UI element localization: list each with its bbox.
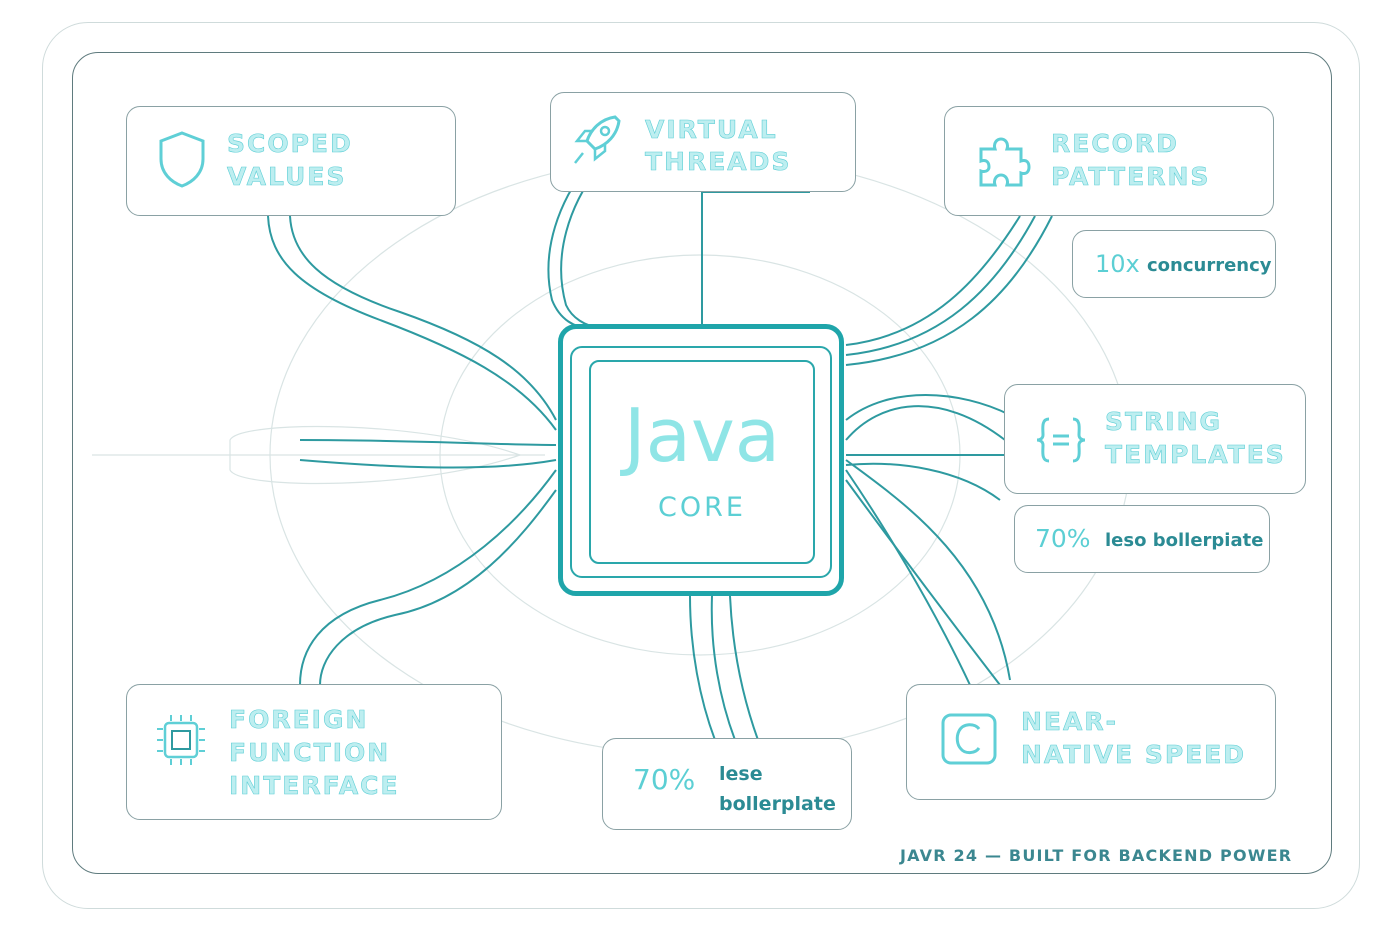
scoped-values-line2: VALUES — [227, 162, 347, 192]
boilerplate-bottom-stat-label1: lese — [719, 763, 763, 785]
footer-caption: JAVR 24 — BUILT FOR BACKEND POWER — [900, 846, 1293, 865]
native-speed-line1: NEAR- — [1021, 707, 1118, 737]
shield-icon — [159, 131, 205, 188]
scoped-values-card: SCOPED VALUES — [126, 106, 456, 216]
record-patterns-line1: RECORD — [1051, 129, 1179, 159]
virtual-threads-line2: THREADS — [645, 147, 792, 177]
string-templates-card: STRING TEMPLATES — [1004, 384, 1306, 494]
puzzle-icon — [979, 137, 1031, 187]
concurrency-stat-value: 10x — [1095, 250, 1140, 278]
java-core-subtitle: CORE — [658, 492, 746, 523]
foreign-function-line1: FOREIGN — [229, 705, 369, 735]
boilerplate-right-stat-label: leso bollerpiate — [1105, 530, 1264, 551]
string-templates-line2: TEMPLATES — [1105, 440, 1286, 470]
native-speed-card: NEAR- NATIVE SPEED — [906, 684, 1276, 800]
foreign-function-card: FOREIGN FUNCTION INTERFACE — [126, 684, 502, 820]
java-core-title: Java — [623, 393, 781, 479]
rocket-icon — [574, 115, 621, 164]
boilerplate-right-stat-value: 70% — [1035, 524, 1091, 553]
boilerplate-bottom-stat-card: 70% lese bollerplate — [602, 738, 852, 830]
record-patterns-line2: PATTERNS — [1051, 162, 1211, 192]
foreign-function-line3: INTERFACE — [229, 771, 400, 801]
boilerplate-bottom-stat-label2: bollerplate — [719, 793, 836, 815]
string-templates-line1: STRING — [1105, 407, 1223, 437]
java-core-chip — [558, 324, 844, 596]
java-core-chip-mid — [570, 346, 832, 578]
inner-frame — [72, 52, 1332, 874]
native-speed-line2: NATIVE SPEED — [1021, 740, 1247, 770]
outer-frame — [42, 22, 1360, 909]
virtual-threads-line1: VIRTUAL — [645, 115, 778, 145]
boilerplate-right-stat-card: 70% leso bollerpiate — [1014, 505, 1270, 573]
record-patterns-card: RECORD PATTERNS — [944, 106, 1274, 216]
virtual-threads-card: VIRTUAL THREADS — [550, 92, 856, 192]
foreign-function-line2: FUNCTION — [229, 738, 391, 768]
java-core-chip-inner — [589, 360, 815, 564]
concurrency-stat-card: 10x concurrency — [1072, 230, 1276, 298]
chip-icon — [157, 715, 205, 765]
concurrency-stat-label: concurrency — [1147, 255, 1272, 276]
braces-icon — [1036, 417, 1086, 463]
c-letter-icon — [941, 713, 997, 765]
boilerplate-bottom-stat-value: 70% — [633, 763, 696, 796]
scoped-values-line1: SCOPED — [227, 129, 353, 159]
